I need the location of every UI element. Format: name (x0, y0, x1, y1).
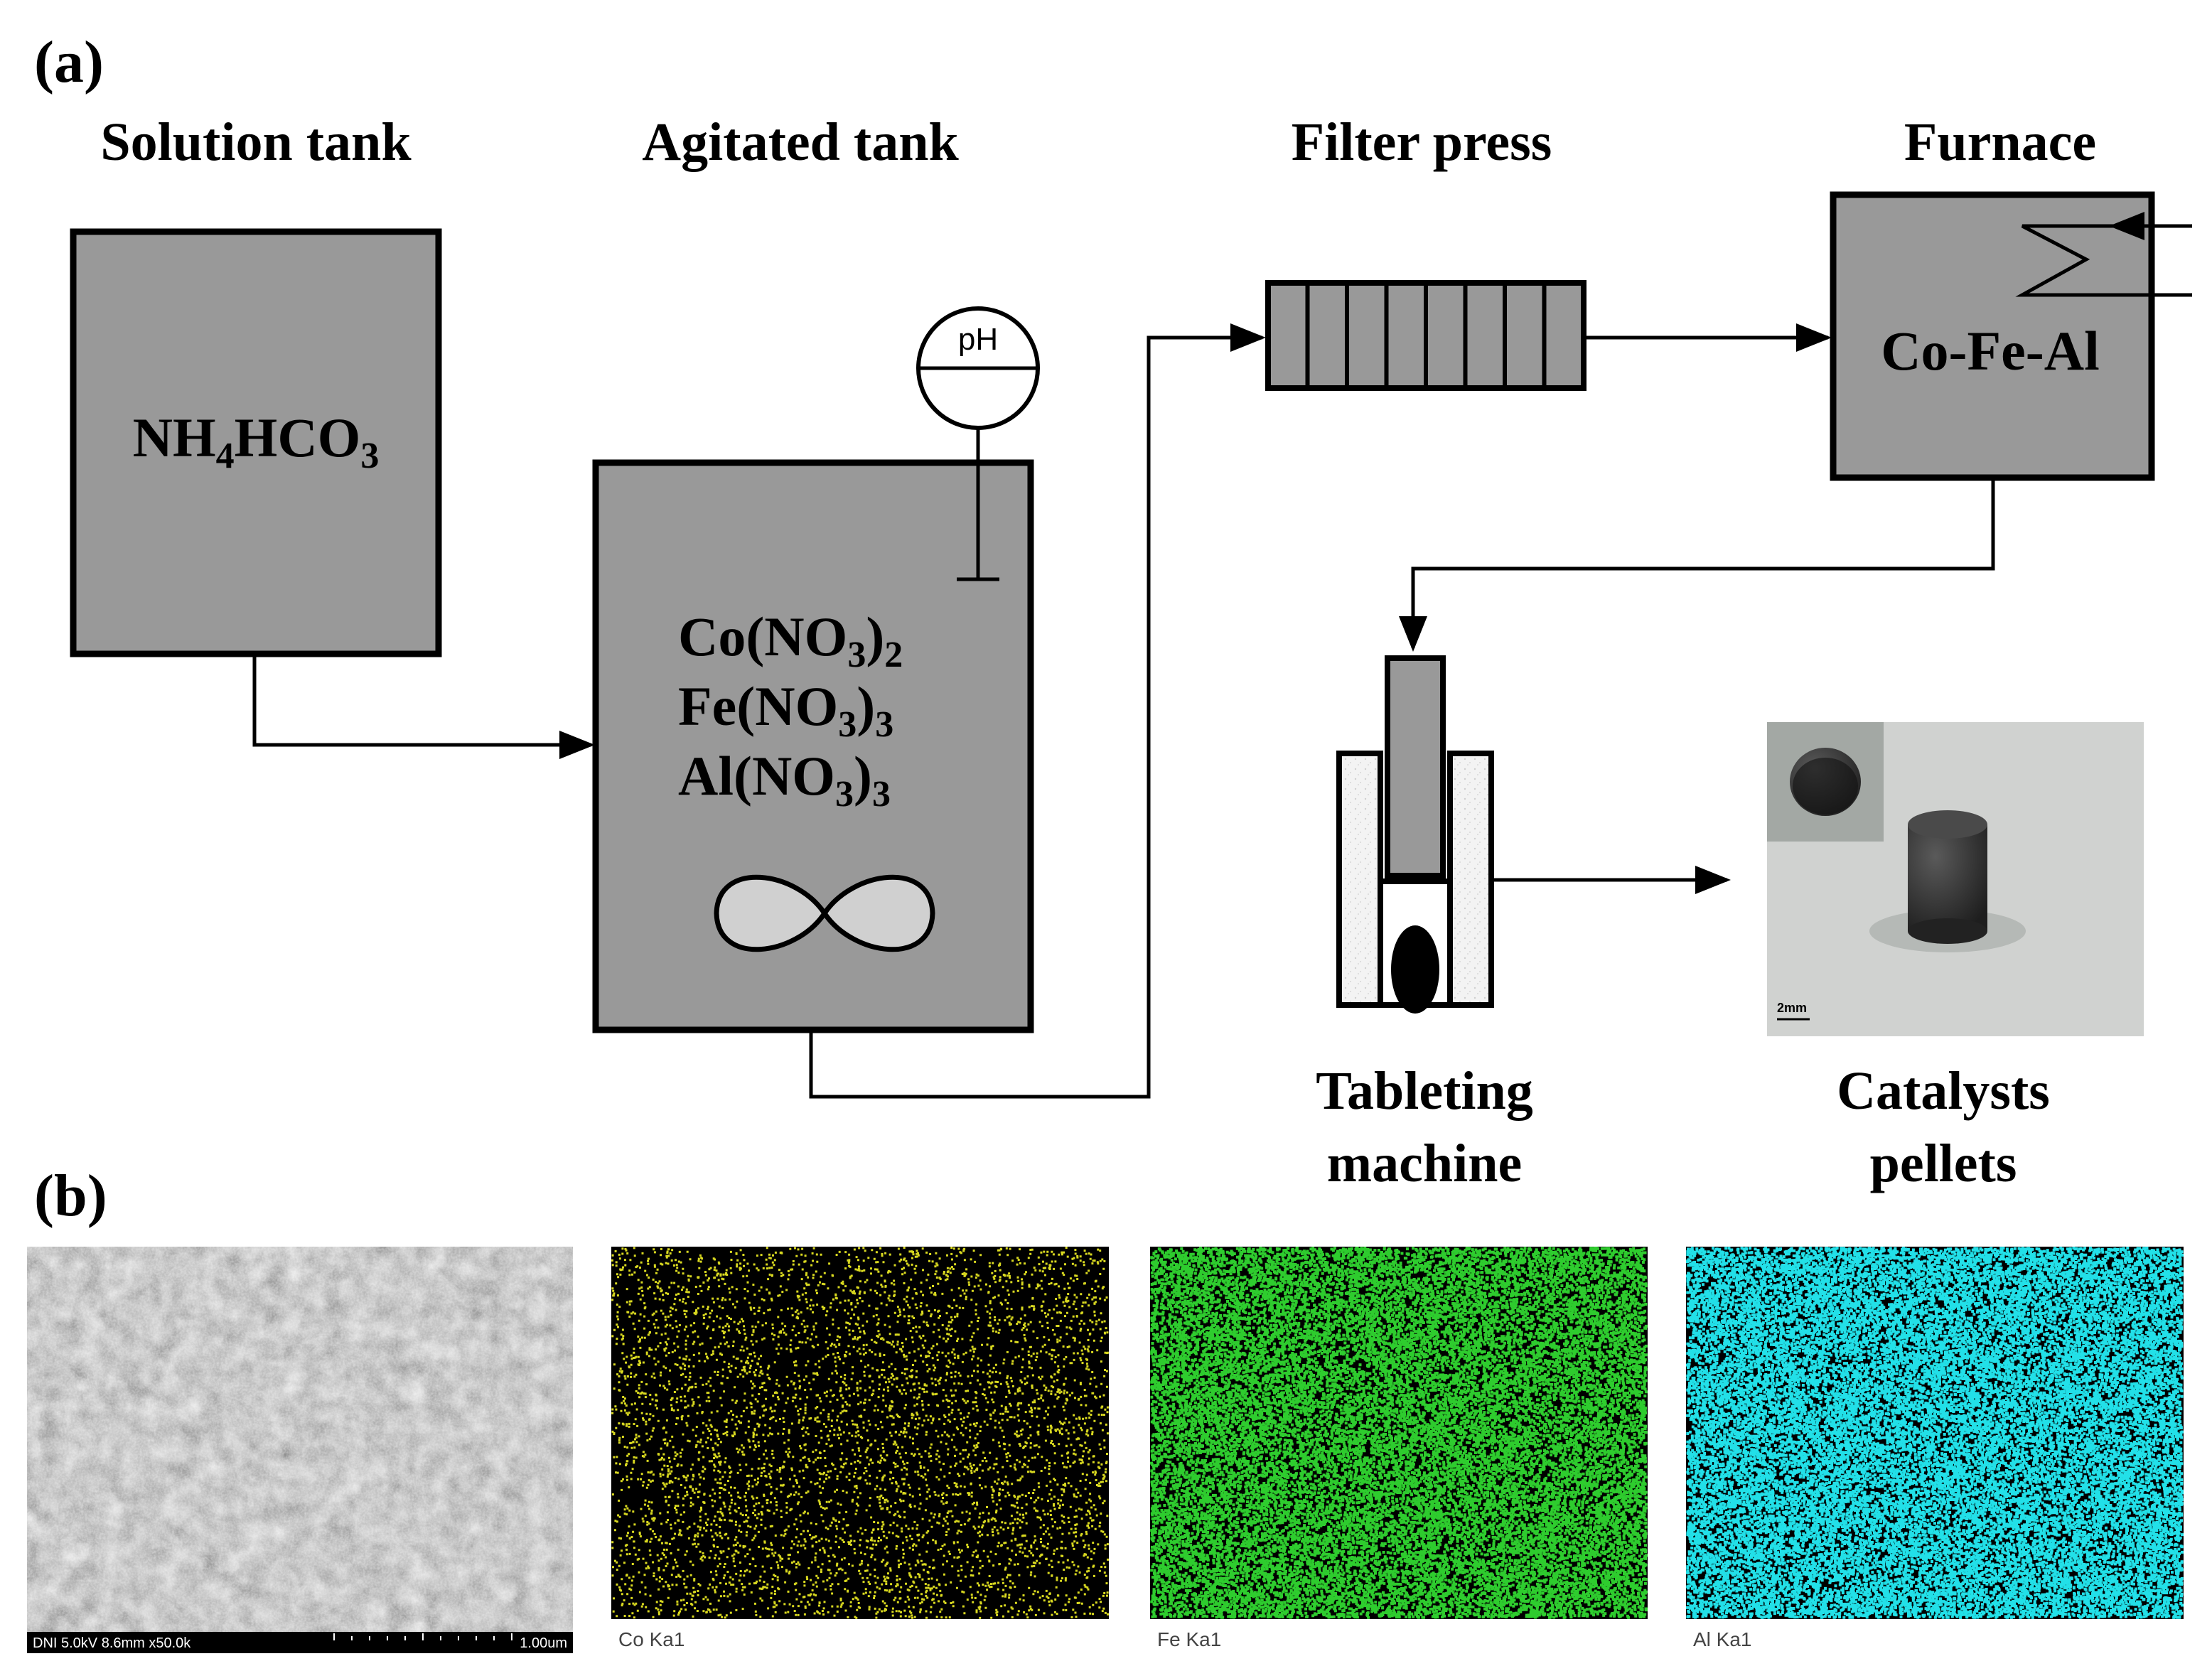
sem-image: DNI 5.0kV 8.6mm x50.0k 1.00um (27, 1247, 573, 1653)
solution-tank-content: NH4HCO3 (133, 407, 380, 476)
aluminum-nitrate-label: Al(NO3)3 (678, 745, 891, 815)
solution-tank (70, 228, 442, 657)
sem-info-bar (27, 1632, 573, 1653)
panel-a-label: (a) (34, 29, 104, 95)
eds-map-cobalt: Co Ka1 (611, 1247, 1109, 1650)
eds-map-aluminum: Al Ka1 (1686, 1247, 2184, 1650)
furnace-content: Co-Fe-Al (1881, 320, 2100, 382)
mixer-impeller-icon (714, 874, 935, 952)
flow-line-solution-to-agitated (252, 654, 595, 759)
furnace-title: Furnace (1904, 112, 2096, 172)
tableting-machine (1336, 655, 1494, 1014)
pellets-title-line2: pellets (1870, 1134, 2017, 1193)
agitated-tank-content: Co(NO3)2 Fe(NO3)3 Al(NO3)3 (678, 606, 903, 815)
panel-b-label: (b) (34, 1163, 107, 1229)
ph-label: pH (958, 322, 998, 357)
heater-coil-icon (2015, 212, 2192, 297)
agitated-tank (592, 459, 1034, 1033)
ph-probe: pH (916, 306, 1040, 581)
flow-line-agitated-to-filter (809, 323, 1266, 1099)
pellet-in-die (1391, 925, 1439, 1014)
filter-press (1265, 280, 1586, 391)
catalyst-pellet-photo: 2mm (1767, 722, 2144, 1036)
agitated-tank-title: Agitated tank (642, 112, 959, 172)
sem-info-text: DNI 5.0kV 8.6mm x50.0k (33, 1635, 191, 1651)
pellets-title-line1: Catalysts (1837, 1061, 2050, 1121)
pellet-cylinder (1908, 824, 1987, 931)
eds-map-label-iron: Fe Ka1 (1157, 1628, 1221, 1650)
tableting-title-line1: Tableting (1316, 1061, 1533, 1121)
eds-map-label-aluminum: Al Ka1 (1693, 1628, 1752, 1650)
photo-scale-bar-label: 2mm (1777, 1001, 1807, 1015)
tableting-punch (1385, 655, 1446, 878)
eds-map-label-cobalt: Co Ka1 (618, 1628, 684, 1650)
tableting-title-line2: machine (1327, 1134, 1522, 1193)
flow-line-furnace-to-tableting (1399, 478, 1995, 652)
sem-scale-text: 1.00um (520, 1635, 567, 1651)
cobalt-nitrate-label: Co(NO3)2 (678, 606, 903, 675)
filter-press-title: Filter press (1292, 112, 1552, 172)
solution-tank-title: Solution tank (100, 112, 412, 172)
eds-map-iron: Fe Ka1 (1150, 1247, 1648, 1650)
iron-nitrate-label: Fe(NO3)3 (678, 675, 893, 745)
